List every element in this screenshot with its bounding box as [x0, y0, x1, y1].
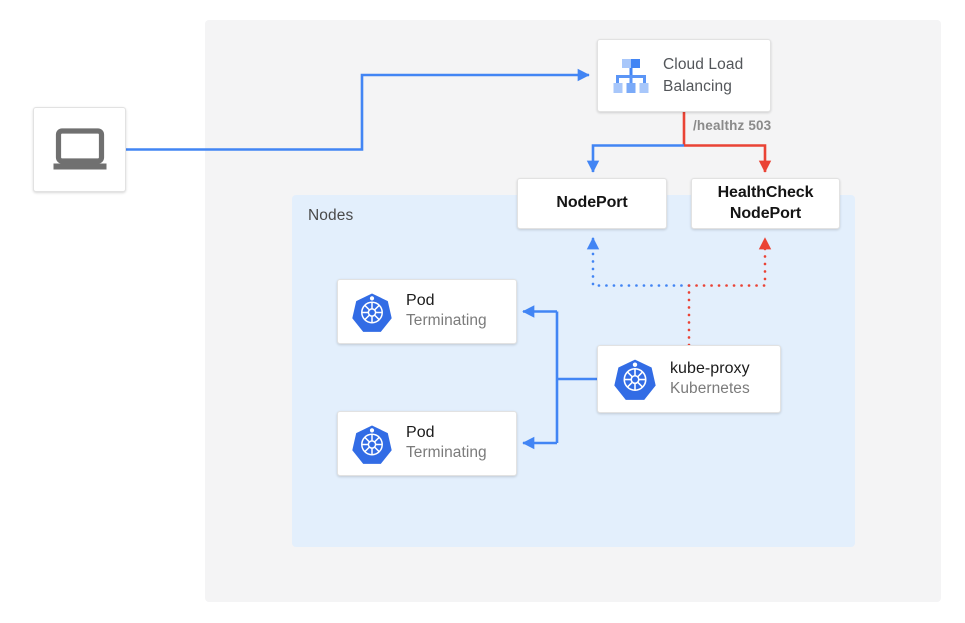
kubernetes-icon: [614, 359, 656, 400]
kubernetes-icon: [352, 425, 392, 464]
cloud-load-balancing-label-line1: Cloud Load: [663, 56, 744, 74]
kube-proxy-node: kube-proxy Kubernetes: [597, 345, 781, 413]
healthz-edge-label: /healthz 503: [693, 118, 772, 133]
client-device-node: [33, 107, 126, 192]
cloud-load-balancing-node: Cloud Load Balancing: [597, 39, 771, 112]
cloud-load-balancing-label: Cloud Load Balancing: [663, 54, 743, 97]
cloud-load-balancing-label-line2: Balancing: [663, 77, 732, 95]
laptop-icon: [53, 127, 106, 169]
pod-node-1-status: Terminating: [406, 312, 487, 330]
kube-proxy-subtitle: Kubernetes: [670, 379, 750, 397]
nodeport-label: NodePort: [556, 194, 628, 212]
healthcheck-nodeport-node: HealthCheck NodePort: [691, 178, 840, 229]
kube-proxy-title: kube-proxy: [670, 359, 750, 377]
pod-node-1-title: Pod: [406, 292, 435, 310]
pod-node-2: Pod Terminating: [337, 411, 517, 476]
healthcheck-nodeport-label-line2: NodePort: [729, 204, 802, 222]
nodeport-node: NodePort: [517, 178, 667, 229]
nodes-panel-label: Nodes: [308, 207, 354, 224]
pod-node-2-status: Terminating: [406, 444, 487, 462]
pod-node-1: Pod Terminating: [337, 279, 517, 344]
pod-node-1-text: Pod Terminating: [406, 291, 487, 331]
healthcheck-nodeport-label-line1: HealthCheck: [717, 183, 814, 201]
kube-proxy-text: kube-proxy Kubernetes: [670, 359, 750, 399]
pod-node-2-title: Pod: [406, 424, 435, 442]
kubernetes-icon: [352, 293, 392, 332]
pod-node-2-text: Pod Terminating: [406, 423, 487, 463]
cloud-load-balancing-icon: [613, 58, 649, 93]
healthcheck-nodeport-label: HealthCheck NodePort: [718, 183, 814, 225]
